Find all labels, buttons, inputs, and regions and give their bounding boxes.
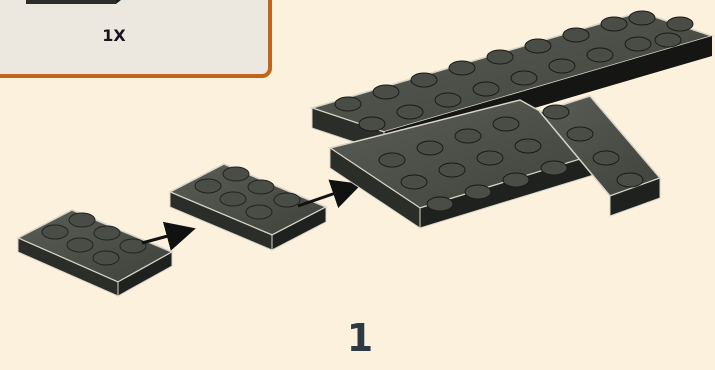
right-arrow-icon xyxy=(298,186,356,206)
right-arrow-icon xyxy=(142,230,190,243)
medium-plate-2x3 xyxy=(170,164,326,250)
large-plate-assembly xyxy=(312,11,712,228)
step-number: 1 xyxy=(340,316,380,360)
small-plate-2x3 xyxy=(18,210,172,296)
